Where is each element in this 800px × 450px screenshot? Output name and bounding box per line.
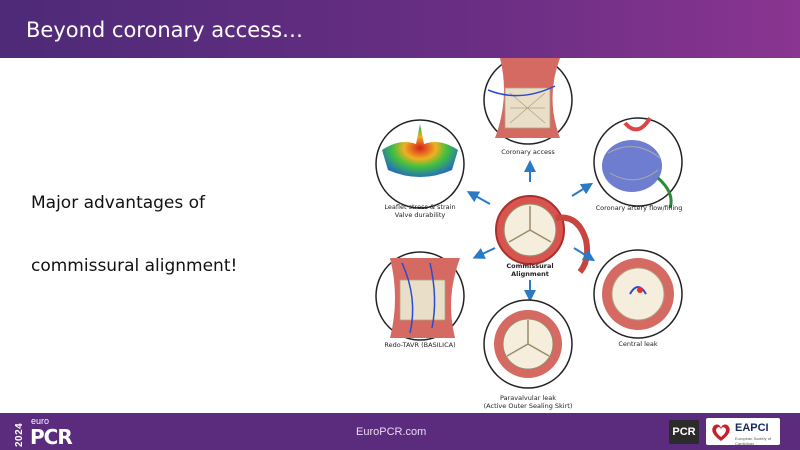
pcr-badge-logo: PCR xyxy=(669,420,699,444)
heart-icon xyxy=(712,424,730,441)
logo-euro: euro xyxy=(31,416,50,426)
slide-header: Beyond coronary access… xyxy=(0,0,800,58)
coronary-access-panel xyxy=(483,55,573,145)
slide-title: Beyond coronary access… xyxy=(26,18,304,42)
caption-outer-skirt: (Active Outer Sealing Skirt) xyxy=(483,402,573,410)
caption-leaflet-stress: Leaflet stress & strain xyxy=(384,203,456,211)
body-line-2: commissural alignment! xyxy=(31,256,238,276)
slide-footer: 2024 euro PCR EuroPCR.com PCR EAPCI Euro… xyxy=(0,413,800,450)
leaflet-stress-panel xyxy=(375,119,465,209)
eapci-logo: EAPCI European Society of Cardiology xyxy=(706,418,780,446)
central-leak-panel xyxy=(593,249,683,339)
caption-paravalvular-leak: Paravalvular leak xyxy=(500,394,556,402)
direction-arrows xyxy=(466,160,596,302)
eapci-subtitle: European Society of Cardiology xyxy=(735,436,772,446)
logo-year: 2024 xyxy=(14,422,25,447)
paravalvular-leak-panel xyxy=(483,299,573,389)
body-line-1: Major advantages of xyxy=(31,193,206,213)
caption-central-leak: Central leak xyxy=(618,340,658,348)
center-valve xyxy=(495,195,591,274)
commissural-alignment-figure: Coronary access Leaflet stress & strain … xyxy=(360,55,780,413)
caption-commissural: Commissural xyxy=(506,262,554,270)
europcr-logo: PCR xyxy=(30,425,73,449)
coronary-flow-panel xyxy=(593,116,683,209)
caption-coronary-access: Coronary access xyxy=(501,148,555,156)
caption-alignment: Alignment xyxy=(511,270,549,278)
caption-coronary-flow: Coronary artery flow/filling xyxy=(595,204,683,212)
caption-valve-durability: Valve durability xyxy=(394,211,446,219)
eapci-label: EAPCI xyxy=(735,422,769,434)
figure-illustration xyxy=(375,55,683,389)
redo-tavr-panel xyxy=(375,251,465,341)
caption-redo-tavr: Redo-TAVR (BASILICA) xyxy=(384,341,456,349)
footer-url[interactable]: EuroPCR.com xyxy=(356,426,427,438)
